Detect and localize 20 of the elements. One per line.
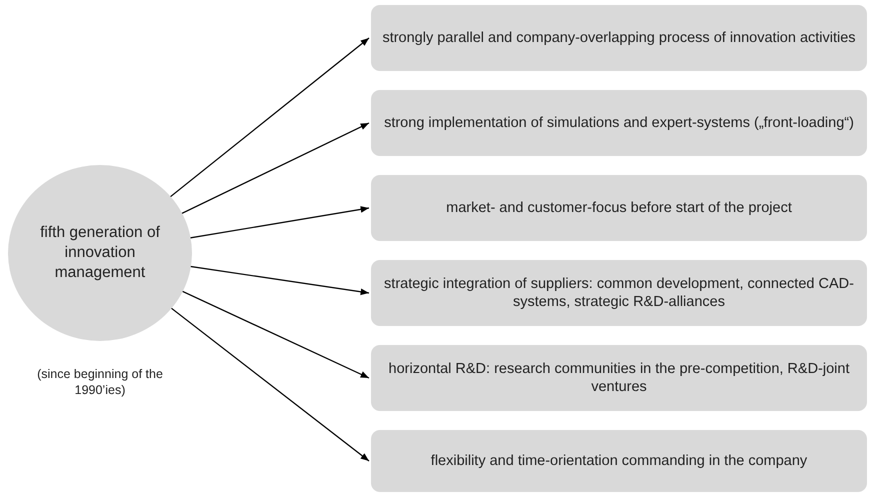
arrow bbox=[188, 266, 370, 296]
arrow bbox=[170, 38, 370, 198]
feature-box bbox=[371, 260, 867, 326]
feature-text: strategic integration of suppliers: common development, connected CAD-systems, strategic R&D-alliances bbox=[383, 274, 855, 312]
feature-box bbox=[371, 175, 867, 241]
feature-box bbox=[371, 90, 867, 156]
topic-label: fifth generation of innovation management bbox=[39, 222, 161, 284]
feature-text: flexibility and time-orientation commanding in the company bbox=[430, 452, 808, 470]
feature-box bbox=[371, 345, 867, 411]
feature-box bbox=[371, 5, 867, 71]
arrow bbox=[180, 122, 370, 214]
feature-text: horizontal R&D: research communities in the pre-competition, R&D-joint ventures bbox=[388, 360, 850, 396]
feature-box bbox=[371, 430, 867, 492]
feature-text: strongly parallel and company-overlapping process of innovation activities bbox=[382, 28, 856, 48]
feature-text: market- and customer-focus before start of the project bbox=[446, 198, 792, 218]
caption-text: (since beginning of the 1990’ies) bbox=[36, 367, 164, 398]
arrow bbox=[188, 206, 370, 239]
feature-text: strong implementation of simulations and expert-systems („front-loading“) bbox=[384, 114, 854, 132]
arrow bbox=[170, 308, 370, 462]
arrow bbox=[181, 290, 370, 379]
